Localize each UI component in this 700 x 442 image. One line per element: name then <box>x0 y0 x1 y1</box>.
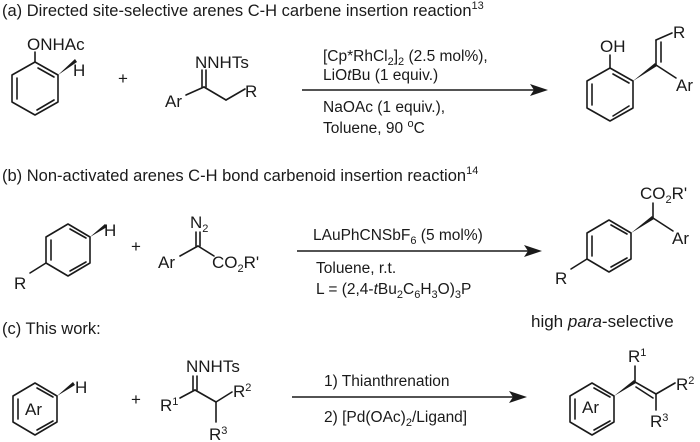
ar-ring-label: Ar <box>582 398 599 417</box>
nnhts-label: NNHTs <box>186 357 240 376</box>
h-label: H <box>104 221 116 240</box>
plus-sign: + <box>118 69 128 88</box>
h-label: H <box>75 378 87 397</box>
section-a-arrow <box>302 84 548 96</box>
n2-label: N2 <box>190 213 208 235</box>
r3-label: R3 <box>209 425 227 442</box>
r-label: R <box>245 82 257 101</box>
para-selective-note: high para-selective <box>531 312 674 331</box>
r-label: R <box>555 269 567 288</box>
section-b-condition-3: L = (2,4-tBu2C6H3O)3P <box>316 281 471 301</box>
co2r-label: CO2R' <box>640 184 687 206</box>
section-c-step-1: 1) Thianthrenation <box>324 373 450 390</box>
r-label: R <box>14 274 26 293</box>
section-c-reactant-1: Ar H <box>12 378 87 436</box>
r-label: R <box>673 23 685 42</box>
h-label: H <box>73 61 85 80</box>
ar-label: Ar <box>676 76 693 95</box>
section-b-arrow <box>297 245 542 257</box>
nnhts-label: NNHTs <box>195 53 249 72</box>
ar-label: Ar <box>672 229 689 248</box>
section-b-reactant-2: N2 Ar CO2R' <box>158 213 259 275</box>
section-a-condition-2: LiOtBu (1 equiv.) <box>323 67 438 84</box>
section-b-condition-2: Toluene, r.t. <box>316 260 396 277</box>
section-c-arrow <box>292 391 527 403</box>
r2-label: R2 <box>676 375 694 394</box>
plus-sign: + <box>131 390 141 409</box>
section-c-product: Ar R1 R2 R3 <box>569 347 694 436</box>
plus-sign: + <box>131 237 141 256</box>
section-c-heading: (c) This work: <box>2 320 101 338</box>
oh-label: OH <box>600 37 626 56</box>
section-a-reactant-1: ONHAc H <box>11 35 85 116</box>
ar-ring-label: Ar <box>25 400 42 419</box>
section-a-condition-1: [Cp*RhCl2]2 (2.5 mol%), <box>323 48 488 68</box>
section-c-reactant-2: NNHTs R1 R2 R3 <box>160 357 251 442</box>
section-a-product: OH R Ar <box>586 23 693 122</box>
co2r-label: CO2R' <box>212 253 259 275</box>
r3-label: R3 <box>650 412 668 431</box>
section-b-reactant-1: H R <box>14 221 116 293</box>
ar-label: Ar <box>158 253 175 272</box>
section-b-condition-1: LAuPhCNSbF6 (5 mol%) <box>313 227 483 247</box>
section-c-step-2: 2) [Pd(OAc)2/Ligand] <box>324 409 467 429</box>
r1-label: R1 <box>628 347 646 366</box>
section-a-reactant-2: NNHTs Ar R <box>165 53 257 111</box>
section-b-heading: (b) Non-activated arenes C-H bond carben… <box>2 165 478 185</box>
r2-label: R2 <box>233 382 251 401</box>
section-a-condition-3: NaOAc (1 equiv.), <box>323 99 445 116</box>
section-b-product: CO2R' Ar R <box>555 184 689 288</box>
section-a-heading: (a) Directed site-selective arenes C-H c… <box>2 0 484 20</box>
section-a-condition-4: Toluene, 90 oC <box>323 118 425 137</box>
onhac-label: ONHAc <box>27 35 85 54</box>
r1-label: R1 <box>160 396 178 415</box>
ar-label: Ar <box>165 92 182 111</box>
